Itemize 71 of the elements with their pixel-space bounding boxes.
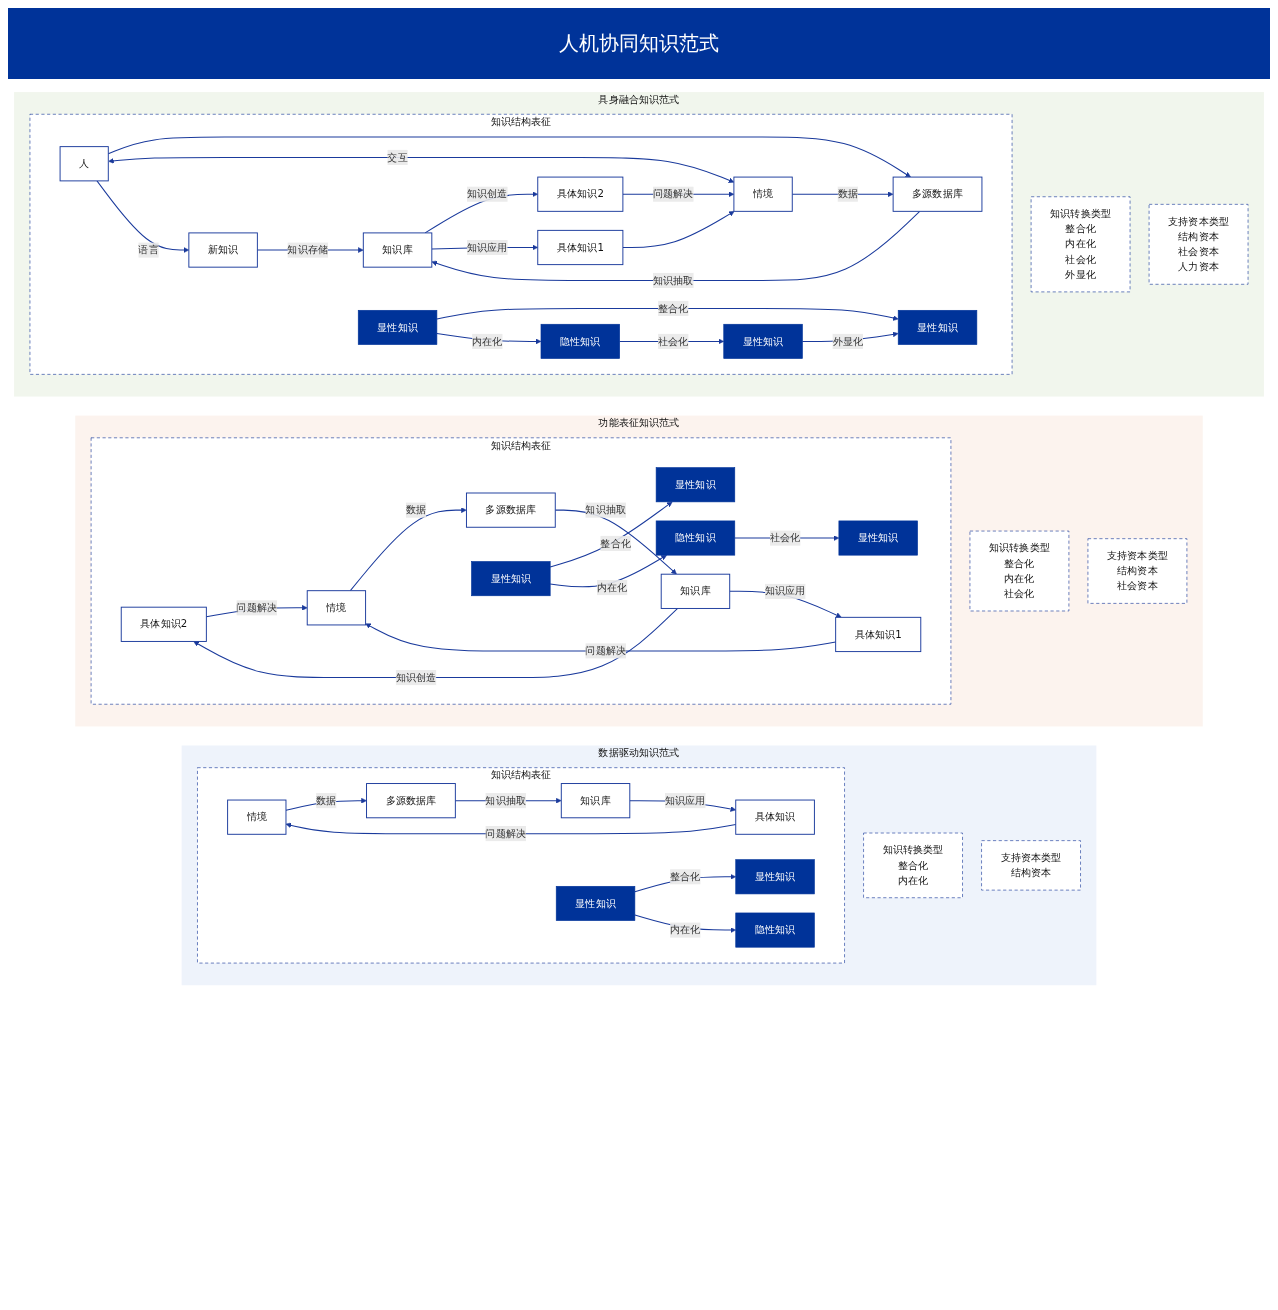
edge-label: 知识抽取 [485,794,527,807]
arrow [96,180,190,253]
node-box: 具体知识 [735,799,815,835]
arrow [549,501,673,568]
edge-label: 知识创造 [467,187,508,200]
node-box: 支持资本类型 结构资本 社会资本 [1087,538,1188,604]
edge-label: 知识应用 [764,584,806,598]
edge-label: 知识存储 [287,243,329,256]
node-box: 情境 [306,590,367,626]
edge-label: 数据 [837,187,858,200]
edge-label: 语言 [138,243,159,256]
node-box: 知识库 [362,232,433,268]
edge-label: 内在化 [596,581,628,594]
node-box: 支持资本类型 结构资本 社会资本 人力资本 [1148,204,1249,285]
arrow [349,507,467,592]
node-box: 具体知识1 [835,616,922,653]
arrow [107,136,911,178]
arrow [622,211,735,248]
node-box: 隐性知识 [655,520,736,556]
node-box: 情境 [227,799,287,835]
node-box: 知识转换类型 整合化 内在化 社会化 外显化 [1030,196,1131,293]
edge-label: 整合化 [658,302,689,315]
node-box: 知识转换类型 整合化 内在化 [863,832,963,899]
node-box: 新知识 [188,232,258,268]
node-box: 显性知识 [357,310,438,345]
node-box: 显性知识 [471,561,551,597]
edge-label: 社会化 [658,335,689,348]
edge-label: 知识应用 [467,241,508,254]
node-box: 显性知识 [897,310,978,345]
edge-label: 知识应用 [665,794,706,807]
title-banner: 人机协同知识范式 [8,8,1270,79]
node-box: 显性知识 [838,520,918,556]
edge-label: 内在化 [472,335,503,348]
edge-label: 外显化 [832,335,863,348]
node-box: 知识转换类型 整合化 内在化 社会化 [969,530,1070,612]
arrow [365,623,837,652]
node-box: 显性知识 [555,886,636,921]
node-box: 知识库 [660,573,731,609]
node-box: 多源数据库 [892,176,983,212]
node-box: 支持资本类型 结构资本 [981,840,1081,891]
edge-label: 知识抽取 [585,503,626,516]
node-box: 隐性知识 [735,912,815,948]
edge-label: 问题解决 [653,187,694,200]
edge-label: 整合化 [600,537,631,550]
edge-label: 整合化 [670,870,701,883]
node-box: 人 [59,146,109,182]
edge-label: 社会化 [770,531,801,544]
node-box: 情境 [733,176,793,212]
node-box: 显性知识 [735,859,815,895]
edge-label: 问题解决 [485,827,527,840]
node-box: 多源数据库 [366,783,456,819]
node-box: 显性知识 [655,467,736,503]
node-box: 多源数据库 [465,492,556,528]
node-box: 显性知识 [723,323,803,359]
edge-label: 内在化 [670,923,701,936]
arrow [436,307,899,321]
edge-label: 知识创造 [395,671,437,684]
node-box: 知识库 [560,783,631,819]
node-box: 具体知识2 [537,176,624,212]
arrow [554,509,677,575]
edge-label: 数据 [316,794,337,807]
edge-label: 知识抽取 [653,274,694,287]
arrow [108,156,735,183]
edge-label: 数据 [405,503,427,516]
edge-label: 问题解决 [236,601,278,614]
node-box: 具体知识2 [120,606,207,642]
arrow [285,822,737,835]
edge-label: 问题解决 [585,644,626,657]
node-box: 具体知识1 [537,229,624,266]
edge-label: 交互 [387,151,408,164]
node-box: 隐性知识 [540,323,620,359]
